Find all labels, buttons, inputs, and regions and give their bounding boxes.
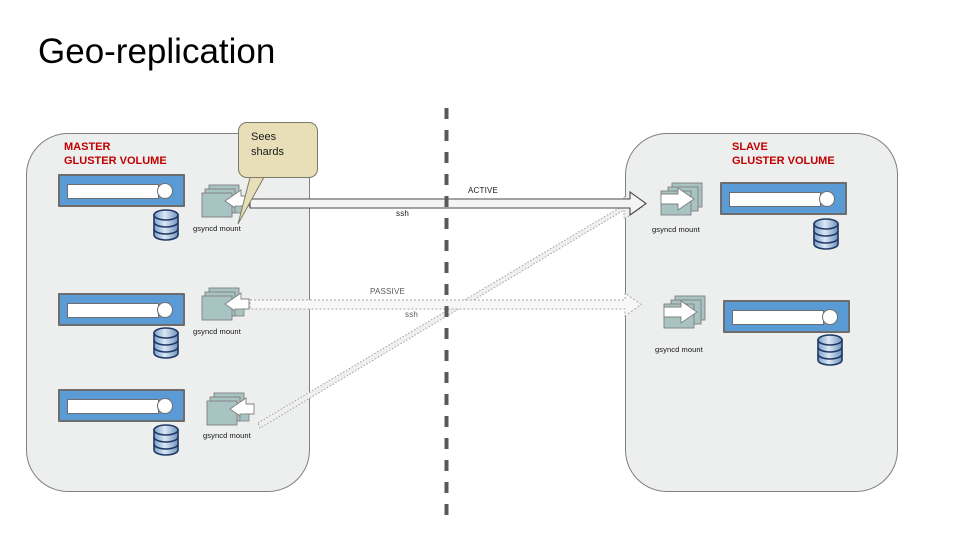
center-dashed-divider xyxy=(444,108,449,522)
master-volume-label: MASTER GLUSTER VOLUME xyxy=(64,141,167,167)
slave-node-1-mount-label: gsyncd mount xyxy=(652,225,700,234)
master-node-3-database-icon xyxy=(153,424,179,456)
connection-diagonal-arrow xyxy=(257,195,643,429)
server-knob xyxy=(157,398,173,414)
connection-passive-protocol-label: ssh xyxy=(405,310,419,319)
master-node-1-mount-label: gsyncd mount xyxy=(193,224,241,233)
connection-active-protocol-label: ssh xyxy=(396,209,410,218)
slave-volume-label: SLAVE GLUSTER VOLUME xyxy=(732,141,835,167)
slave-node-2-database-icon xyxy=(817,334,843,366)
master-node-2-server-icon xyxy=(58,293,185,326)
slave-node-1-gsyncd-mount-out-icon xyxy=(660,182,703,216)
master-node-3-server-icon xyxy=(58,389,185,422)
master-node-3-mount-label: gsyncd mount xyxy=(203,431,251,440)
connection-passive-arrow xyxy=(249,292,642,317)
server-knob xyxy=(822,309,838,325)
sees-shards-callout xyxy=(238,122,318,178)
slave-node-1-server-icon xyxy=(720,182,847,215)
master-node-1-database-icon xyxy=(153,209,179,241)
server-knob xyxy=(157,183,173,199)
page-title: Geo-replication xyxy=(38,32,276,71)
slave-node-2-server-icon xyxy=(723,300,850,333)
master-node-2-mount-label: gsyncd mount xyxy=(193,327,241,336)
slave-node-2-mount-label: gsyncd mount xyxy=(655,345,703,354)
connection-passive-state-label: PASSIVE xyxy=(370,287,406,296)
connection-active-state-label: ACTIVE xyxy=(468,186,499,195)
master-node-1-server-icon xyxy=(58,174,185,207)
master-node-3-gsyncd-mount-in-icon xyxy=(206,392,255,426)
master-node-2-gsyncd-mount-in-icon xyxy=(201,287,250,321)
slave-node-2-gsyncd-mount-out-icon xyxy=(663,295,706,329)
master-node-2-database-icon xyxy=(153,327,179,359)
master-node-1-gsyncd-mount-in-icon xyxy=(201,184,250,218)
slave-node-1-database-icon xyxy=(813,218,839,250)
sees-shards-callout-text: Sees shards xyxy=(251,131,285,158)
server-knob xyxy=(157,302,173,318)
server-knob xyxy=(819,191,835,207)
